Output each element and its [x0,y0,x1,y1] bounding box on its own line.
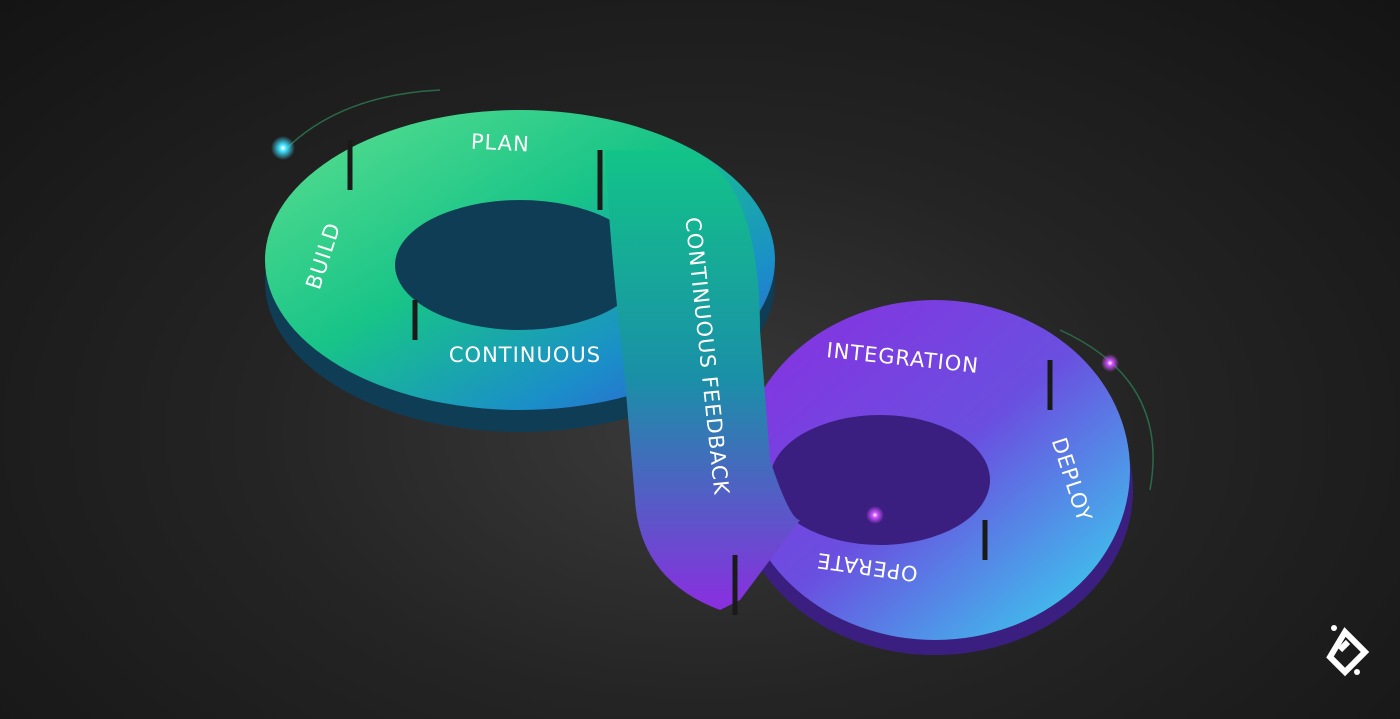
glow-dot [1101,354,1119,372]
feedback-band [605,150,800,610]
orbit-line [1059,329,1154,491]
stage-label-continuous: CONTINUOUS [449,343,601,367]
orbit-line [284,89,441,151]
brand-diamond-logo-icon [1326,625,1370,677]
right-ring [740,300,1130,640]
segment-dividers [347,140,1053,615]
stage-label-plan: PLAN [470,129,530,156]
glow-dot [866,506,884,524]
glow-dot [271,136,295,160]
